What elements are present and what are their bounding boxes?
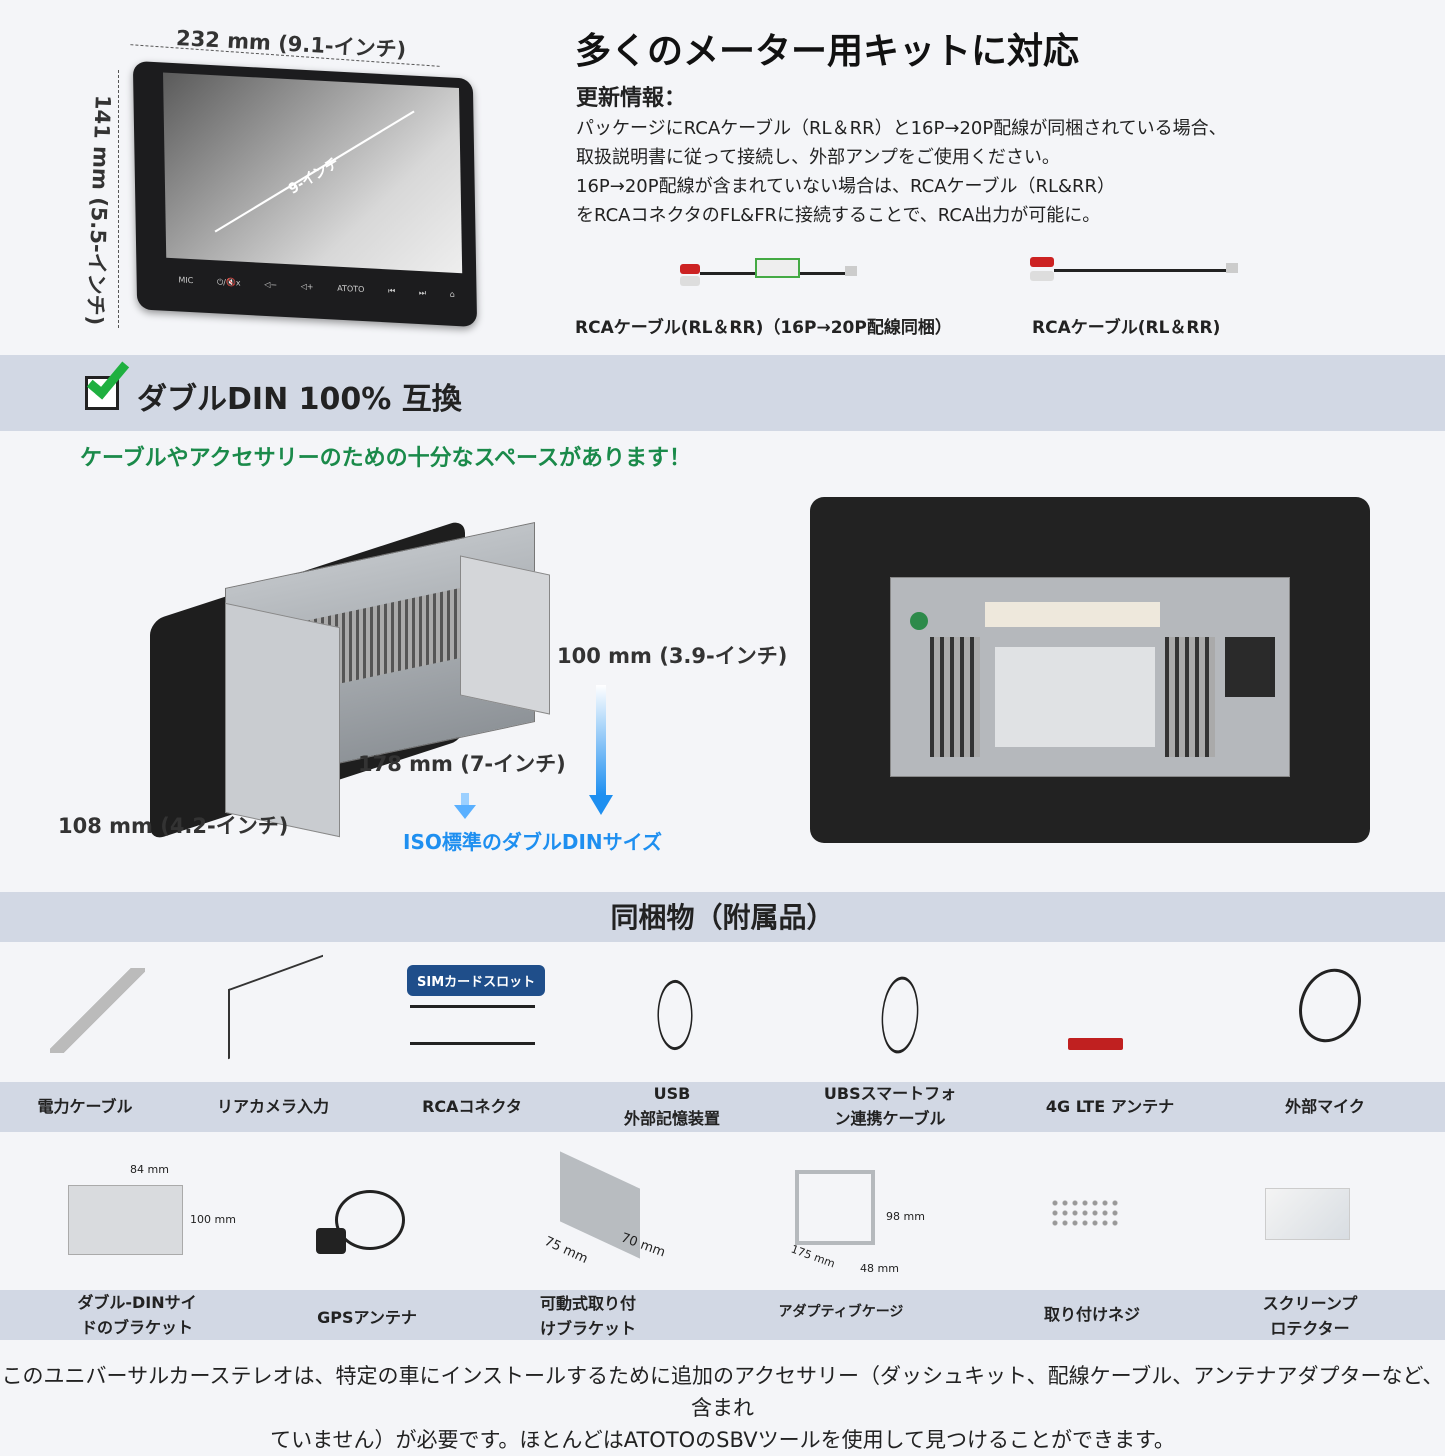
label-rear-camera: リアカメラ入力	[216, 1097, 329, 1116]
rca-cable-with-harness-image	[680, 252, 860, 292]
update-heading: 更新情報：	[576, 86, 687, 111]
btn-vol-down: ◁−	[264, 279, 278, 290]
dim-depth: 108 mm (4.2-インチ)	[58, 814, 289, 838]
label-screws: 取り付けネジ	[1043, 1305, 1140, 1324]
side-bracket-image	[68, 1185, 183, 1255]
update-line: をRCAコネクタのFL&FRに接続することで、RCA出力が可能に。	[576, 205, 1101, 226]
dim-unit-width: 178 mm (7-インチ)	[358, 752, 566, 776]
label-mic: 外部マイク	[1285, 1097, 1365, 1116]
cable1-label: RCAケーブル(RL＆RR)（16P→20P配線同梱）	[575, 318, 952, 338]
label-screen-protector: スクリーンプ ロテクター	[1262, 1294, 1358, 1338]
dim-unit-height: 100 mm (3.9-インチ)	[557, 644, 788, 668]
label-rca-connector: RCAコネクタ	[422, 1097, 522, 1116]
accessories-title: 同梱物（附属品）	[610, 901, 835, 934]
label-lte-antenna: 4G LTE アンテナ	[1045, 1097, 1175, 1116]
rca-cable-image	[1030, 255, 1240, 285]
din-subtitle: ケーブルやアクセサリーのための十分なスペースがあります！	[80, 446, 691, 471]
checkbox-icon	[85, 376, 119, 410]
label-cage: アダプティブケージ	[778, 1304, 904, 1320]
smartphone-cable-image	[874, 962, 926, 1068]
unit-back-photo	[810, 497, 1370, 843]
dim-width: 232 mm (9.1-インチ)	[175, 25, 407, 63]
power-cable-image	[50, 968, 145, 1053]
screen-protector-image	[1265, 1188, 1350, 1240]
label-power-cable: 電力ケーブル	[37, 1097, 133, 1116]
dim-height: 141 mm (5.5-インチ)	[82, 94, 115, 326]
cage-image	[795, 1170, 875, 1245]
din-title: ダブルDIN 100% 互換	[137, 382, 462, 417]
lte-antenna-image	[1068, 1038, 1123, 1050]
external-mic-image	[1288, 960, 1372, 1051]
label-smartphone-cable: UBSスマートフォ ン連携ケーブル	[823, 1084, 957, 1128]
screws-image	[1050, 1198, 1120, 1228]
main-title: 多くのメーター用キットに対応	[575, 31, 1080, 72]
accessories-band	[0, 892, 1445, 942]
arrow-down-small-icon	[461, 793, 469, 805]
bracket-width: 84 mm	[130, 1163, 169, 1176]
footer-line: このユニバーサルカーステレオは、特定の車にインストールするために追加のアクセサリ…	[1, 1364, 1444, 1420]
rca-connector-image	[410, 1005, 535, 1045]
update-line: 16P→20P配線が含まれていない場合は、RCAケーブル（RL&RR）	[576, 176, 1116, 197]
iso-label: ISO標準のダブルDINサイズ	[403, 830, 663, 854]
btn-mic: MIC	[178, 275, 194, 286]
sim-badge: SIMカードスロット	[407, 965, 546, 996]
btn-prev: ⏮	[387, 286, 396, 296]
cage-dim-h: 98 mm	[886, 1210, 925, 1223]
gps-antenna-image	[335, 1190, 405, 1250]
update-line: パッケージにRCAケーブル（RL＆RR）と16P→20P配線が同梱されている場合…	[576, 118, 1227, 139]
cage-dim-d: 175 mm	[789, 1242, 837, 1271]
btn-next: ⏭	[418, 287, 427, 298]
din-band	[0, 355, 1445, 431]
tablet-illustration: 9-インチ MIC ⏻/🔇x ◁− ◁+ ATOTO ⏮ ⏭ ⌂	[132, 60, 478, 329]
arrow-down-icon	[596, 685, 606, 795]
btn-home: ⌂	[449, 289, 455, 299]
brand-logo: ATOTO	[337, 283, 365, 295]
rear-camera-cable-image	[228, 954, 323, 1060]
cable2-label: RCAケーブル(RL＆RR)	[1032, 318, 1221, 338]
label-gps: GPSアンテナ	[317, 1308, 417, 1327]
usb-cable-image	[651, 967, 699, 1063]
bracket-height: 100 mm	[190, 1213, 236, 1226]
row2-label-band	[0, 1290, 1445, 1340]
label-mount-bracket: 可動式取り付 けブラケット	[539, 1294, 636, 1338]
mount-dim-b: 70 mm	[618, 1230, 668, 1261]
row1-label-band	[0, 1082, 1445, 1132]
cage-dim-w: 48 mm	[860, 1262, 899, 1275]
label-side-bracket: ダブル-DINサイ ドのブラケット	[77, 1293, 197, 1337]
update-line: 取扱説明書に従って接続し、外部アンプをご使用ください。	[576, 147, 1060, 168]
footer-line: ていません）が必要です。ほとんどはATOTOのSBVツールを使用して見つけること…	[270, 1428, 1175, 1452]
unit-side-illustration	[150, 485, 570, 842]
btn-power: ⏻/🔇x	[216, 277, 241, 288]
footer-note: このユニバーサルカーステレオは、特定の車にインストールするために追加のアクセサリ…	[0, 1360, 1445, 1456]
btn-vol-up: ◁+	[300, 281, 314, 292]
label-usb: USB 外部記憶装置	[623, 1084, 720, 1128]
mount-dim-a: 75 mm	[541, 1233, 591, 1268]
